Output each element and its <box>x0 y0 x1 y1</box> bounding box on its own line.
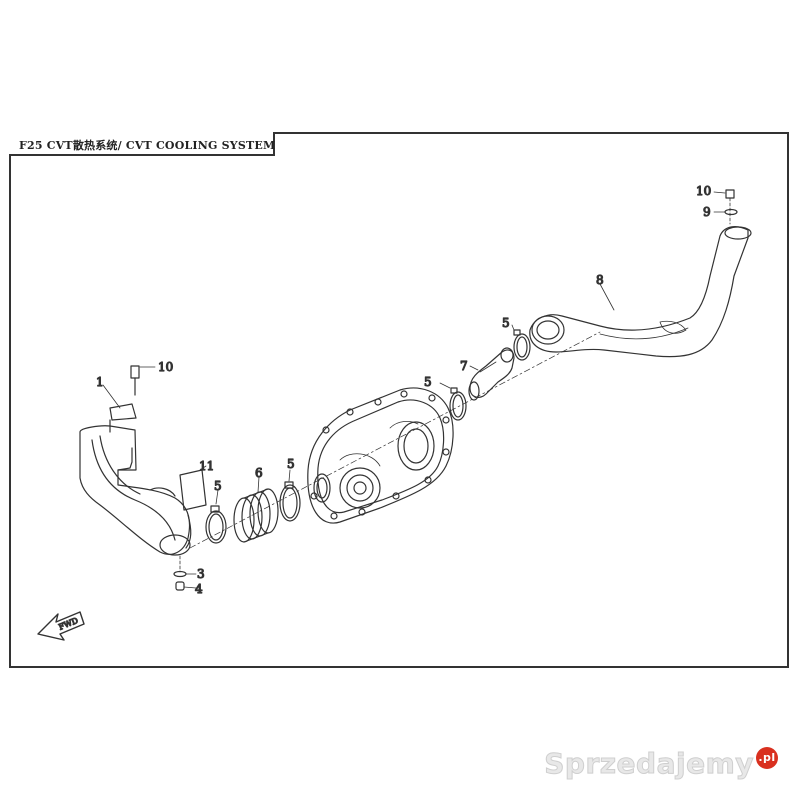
svg-text:FWD: FWD <box>57 616 79 632</box>
part-3-washer <box>173 570 197 578</box>
callout-3: 3 <box>197 567 205 581</box>
callout-11: 11 <box>199 459 214 473</box>
part-6-bellows-hose <box>233 476 279 543</box>
part-5-clamp-d <box>511 324 531 361</box>
watermark-logo: Sprzedajemy.pl <box>544 747 778 781</box>
part-5-clamp-b <box>279 469 301 522</box>
callout-7: 7 <box>460 359 468 373</box>
watermark-brand: Sprzedajemy <box>544 747 754 781</box>
fwd-arrow: FWD <box>37 611 85 641</box>
part-8-long-duct <box>529 226 752 358</box>
part-4-plug <box>175 581 197 591</box>
callout-10-left: 10 <box>158 360 173 374</box>
callout-4: 4 <box>195 582 203 596</box>
callout-5-c: 5 <box>424 375 432 389</box>
callout-10-right: 10 <box>696 184 711 198</box>
diagram-frame <box>9 132 789 668</box>
diagram-title: F25 CVT散热系统/ CVT COOLING SYSTEM <box>19 139 276 152</box>
callout-8: 8 <box>596 273 604 287</box>
watermark-tld: .pl <box>756 747 778 769</box>
part-5-clamp-c <box>439 382 467 421</box>
callout-6: 6 <box>255 466 263 480</box>
callout-5-a: 5 <box>214 479 222 493</box>
callout-5-d: 5 <box>502 316 510 330</box>
callout-1: 1 <box>96 375 104 389</box>
part-9-washer-right <box>713 208 738 216</box>
part-10-bolt-left <box>130 365 156 396</box>
part-10-bolt-right <box>713 189 735 225</box>
callout-5-b: 5 <box>287 457 295 471</box>
title-box <box>9 132 275 156</box>
part-11-gasket <box>179 465 207 511</box>
callout-9: 9 <box>703 205 711 219</box>
cvt-cover-housing <box>307 387 454 524</box>
part-1-air-duct <box>79 403 192 556</box>
part-5-clamp-a <box>205 489 227 544</box>
part-7-elbow-hose <box>468 347 515 401</box>
